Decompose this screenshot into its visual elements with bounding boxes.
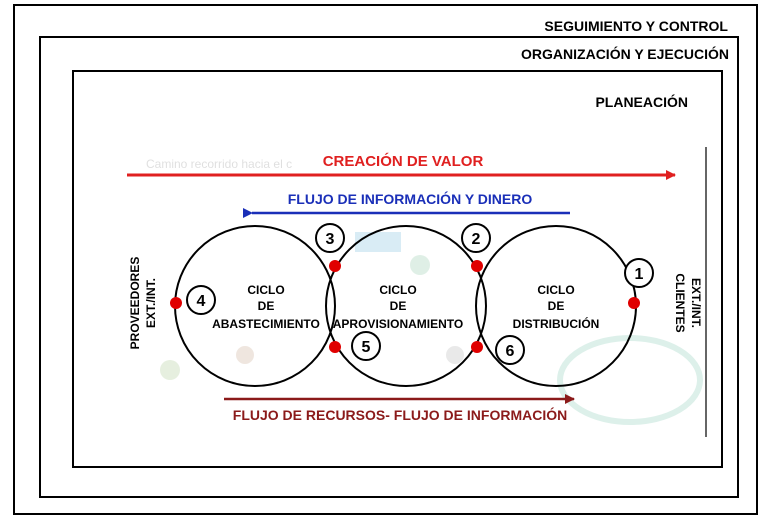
node-number-4: 4 — [197, 293, 206, 310]
cycle1-line1: CICLO — [247, 283, 284, 297]
middle-frame — [39, 36, 739, 498]
cycle2-line2: DE — [390, 299, 407, 313]
node-number-5: 5 — [362, 339, 371, 356]
level-seguimiento-label: SEGUIMIENTO Y CONTROL — [544, 18, 728, 34]
cycle3-line3: DISTRIBUCIÓN — [513, 316, 600, 331]
level-organizacion-label: ORGANIZACIÓN Y EJECUCIÓN — [521, 46, 729, 62]
background-caption: Camino recorrido hacia el c — [146, 157, 292, 171]
cycle-aprovisionamiento — [325, 225, 487, 387]
inner-frame — [72, 70, 723, 468]
cycle2-line1: CICLO — [379, 283, 416, 297]
cycle3-line1: CICLO — [537, 283, 574, 297]
node-badge-4: 4 — [186, 285, 216, 315]
node-dot-2 — [471, 260, 483, 272]
node-dot-6 — [471, 341, 483, 353]
node-number-2: 2 — [472, 231, 481, 248]
node-badge-5: 5 — [351, 331, 381, 361]
node-number-1: 1 — [635, 266, 644, 283]
clients-label: CLIENTES EXT./INT. — [673, 273, 703, 332]
cycle1-line3: ABASTECIMIENTO — [212, 317, 320, 331]
node-badge-2: 2 — [461, 223, 491, 253]
node-dot-4 — [170, 297, 182, 309]
node-badge-6: 6 — [495, 335, 525, 365]
node-badge-1: 1 — [624, 258, 654, 288]
cycle1-line2: DE — [258, 299, 275, 313]
node-dot-5 — [329, 341, 341, 353]
node-badge-3: 3 — [315, 223, 345, 253]
value-creation-label: CREACIÓN DE VALOR — [323, 152, 484, 170]
resources-label: FLUJO DE RECURSOS- FLUJO DE INFORMACIÓN — [233, 406, 567, 423]
node-number-3: 3 — [326, 231, 335, 248]
node-dot-1 — [628, 297, 640, 309]
suppliers-label: PROVEEDORES EXT./INT. — [128, 257, 158, 350]
clients-line1: CLIENTES — [673, 273, 687, 332]
info-money-label: FLUJO DE INFORMACIÓN Y DINERO — [288, 190, 533, 207]
outer-frame — [13, 4, 758, 515]
node-dot-3 — [329, 260, 341, 272]
suppliers-line2: EXT./INT. — [144, 278, 158, 328]
cycle2-line3: APROVISIONAMIENTO — [333, 317, 463, 331]
clients-line2: EXT./INT. — [689, 278, 703, 328]
level-planeacion-label: PLANEACIÓN — [595, 94, 688, 110]
cycle3-line2: DE — [548, 299, 565, 313]
suppliers-line1: PROVEEDORES — [128, 257, 142, 350]
node-number-6: 6 — [506, 343, 515, 360]
